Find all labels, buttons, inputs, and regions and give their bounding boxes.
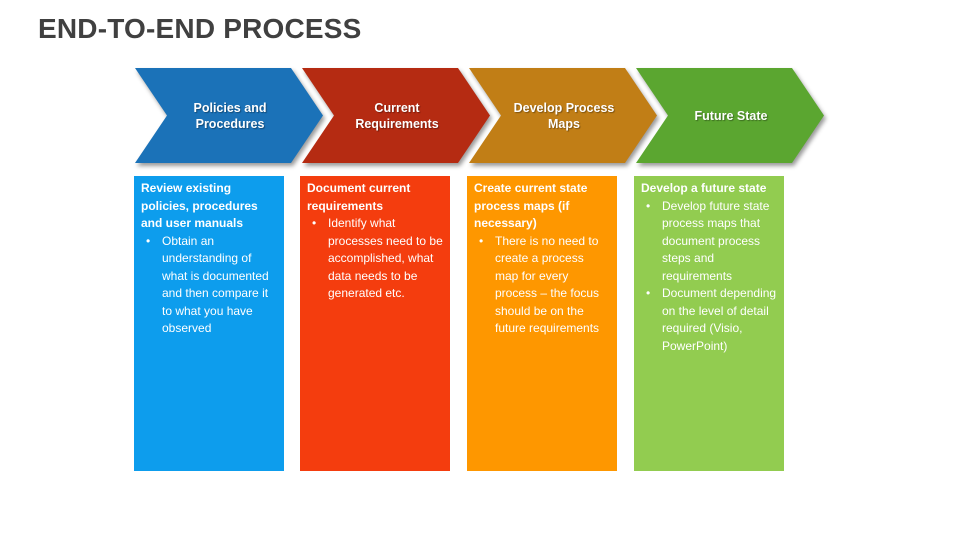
bullet-item: • There is no need to create a process m… — [474, 233, 610, 338]
step-box-header: Review existing policies, procedures and… — [141, 181, 258, 230]
bullet-marker: • — [312, 216, 317, 230]
arrow-shape-process-maps — [469, 68, 657, 163]
bullet-item: • Develop future state process maps that… — [641, 198, 777, 286]
arrow-label-text: Future State — [694, 108, 768, 123]
arrow-label-text: Policies and Procedures — [193, 100, 267, 131]
bullet-text: Identify what processes need to be accom… — [328, 216, 443, 300]
arrow-label-text: Develop Process Maps — [513, 100, 615, 131]
arrow-shape-requirements — [302, 68, 490, 163]
arrow-shape-future-state — [636, 68, 824, 163]
arrow-label-future-state: Future State — [676, 68, 786, 163]
bullet-text: Develop future state process maps that d… — [662, 198, 770, 283]
slide-title: END-TO-END PROCESS — [38, 13, 362, 44]
step-box-requirements: Document current requirements • Identify… — [300, 176, 450, 471]
arrow-label-text: Current Requirements — [355, 100, 439, 131]
step-box-header: Create current state process maps (if ne… — [474, 181, 588, 230]
step-box-process-maps: Create current state process maps (if ne… — [467, 176, 617, 471]
arrow-label-process-maps: Develop Process Maps — [509, 68, 619, 163]
bullet-marker: • — [479, 233, 484, 248]
arrow-label-requirements: Current Requirements — [342, 68, 452, 163]
bullet-item: • Document depending on the level of det… — [641, 285, 777, 355]
step-box-header: Develop a future state — [641, 181, 767, 195]
bullet-marker: • — [646, 198, 651, 213]
step-box-header: Document current requirements — [307, 181, 411, 213]
arrow-shape-policies — [135, 68, 323, 163]
bullet-text: There is no need to create a process map… — [495, 233, 600, 336]
bullet-item: • Obtain an understanding of what is doc… — [141, 233, 277, 338]
step-box-future-state: Develop a future state • Develop future … — [634, 176, 784, 471]
arrow-label-policies: Policies and Procedures — [175, 68, 285, 163]
bullet-text: Document depending on the level of detai… — [662, 286, 777, 353]
step-box-policies: Review existing policies, procedures and… — [134, 176, 284, 471]
bullet-text: Obtain an understanding of what is docum… — [162, 233, 269, 336]
bullet-marker: • — [146, 233, 151, 248]
bullet-marker: • — [646, 286, 651, 300]
bullet-item: • Identify what processes need to be acc… — [307, 215, 443, 303]
